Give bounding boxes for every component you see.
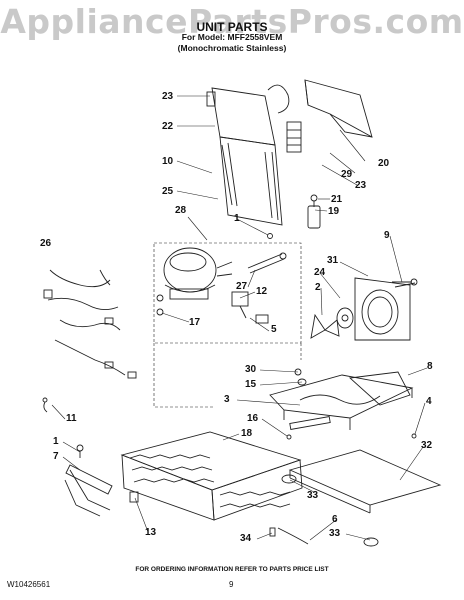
callout-11: 11 bbox=[66, 413, 77, 424]
callout-26: 26 bbox=[40, 238, 52, 249]
callout-22: 22 bbox=[162, 121, 174, 132]
dryer-filter bbox=[247, 252, 287, 324]
callout-15: 15 bbox=[245, 379, 257, 390]
diagram-title: UNIT PARTS bbox=[196, 20, 268, 34]
diagram-subtitle: For Model: MFF2558VEM (Monochromatic Sta… bbox=[0, 32, 464, 54]
callout-21: 21 bbox=[331, 194, 343, 205]
evaporator-coil bbox=[120, 431, 303, 521]
bracket-7 bbox=[64, 444, 113, 517]
callout-1-top: 1 bbox=[234, 213, 240, 224]
callout-29: 29 bbox=[341, 169, 353, 180]
callout-3: 3 bbox=[224, 394, 230, 405]
callout-30: 30 bbox=[245, 364, 257, 375]
callout-24: 24 bbox=[314, 267, 326, 278]
air-duct bbox=[304, 79, 373, 138]
bracket-19 bbox=[307, 194, 321, 229]
watermark-text: AppliancePartsPros.com bbox=[0, 2, 464, 41]
callout-12: 12 bbox=[256, 286, 268, 297]
screw-9 bbox=[392, 278, 418, 286]
callout-19: 19 bbox=[328, 206, 340, 217]
leader-lines bbox=[51, 95, 428, 541]
callout-2: 2 bbox=[315, 282, 321, 293]
condenser-coil bbox=[206, 84, 302, 226]
callout-17: 17 bbox=[189, 317, 201, 328]
callout-31: 31 bbox=[327, 255, 339, 266]
callout-23-right: 23 bbox=[355, 180, 367, 191]
callout-4: 4 bbox=[426, 396, 432, 407]
callout-25: 25 bbox=[162, 186, 174, 197]
callout-34: 34 bbox=[240, 533, 252, 544]
part-11 bbox=[42, 397, 48, 413]
assembly-frame bbox=[153, 242, 302, 408]
callout-10: 10 bbox=[162, 156, 174, 167]
callout-5: 5 bbox=[271, 324, 277, 335]
callout-32: 32 bbox=[421, 440, 433, 451]
model-line: For Model: MFF2558VEM bbox=[181, 32, 283, 42]
callout-7: 7 bbox=[53, 451, 59, 462]
callout-20: 20 bbox=[378, 158, 390, 169]
callout-6: 6 bbox=[332, 514, 338, 525]
compressor bbox=[156, 247, 249, 319]
machine-base bbox=[269, 368, 417, 440]
callout-1-left: 1 bbox=[53, 436, 59, 447]
condenser-fan bbox=[310, 277, 416, 341]
rollers bbox=[269, 474, 379, 547]
drain-pan bbox=[288, 416, 442, 514]
callout-28: 28 bbox=[175, 205, 187, 216]
callout-9: 9 bbox=[384, 230, 390, 241]
callout-13: 13 bbox=[145, 527, 157, 538]
document-number: W10426561 bbox=[7, 580, 51, 589]
callout-33-upper: 33 bbox=[307, 490, 319, 501]
page-number: 9 bbox=[229, 580, 234, 589]
wire-harness bbox=[43, 269, 137, 379]
screw-1-top bbox=[267, 233, 273, 239]
callout-33-lower: 33 bbox=[329, 528, 341, 539]
callout-16: 16 bbox=[247, 413, 259, 424]
callout-23: 23 bbox=[162, 91, 174, 102]
ordering-note: FOR ORDERING INFORMATION REFER TO PARTS … bbox=[135, 566, 329, 573]
variant-line: (Monochromatic Stainless) bbox=[177, 43, 287, 53]
callout-18: 18 bbox=[241, 428, 253, 439]
callout-27: 27 bbox=[236, 281, 248, 292]
callout-8: 8 bbox=[427, 361, 433, 372]
